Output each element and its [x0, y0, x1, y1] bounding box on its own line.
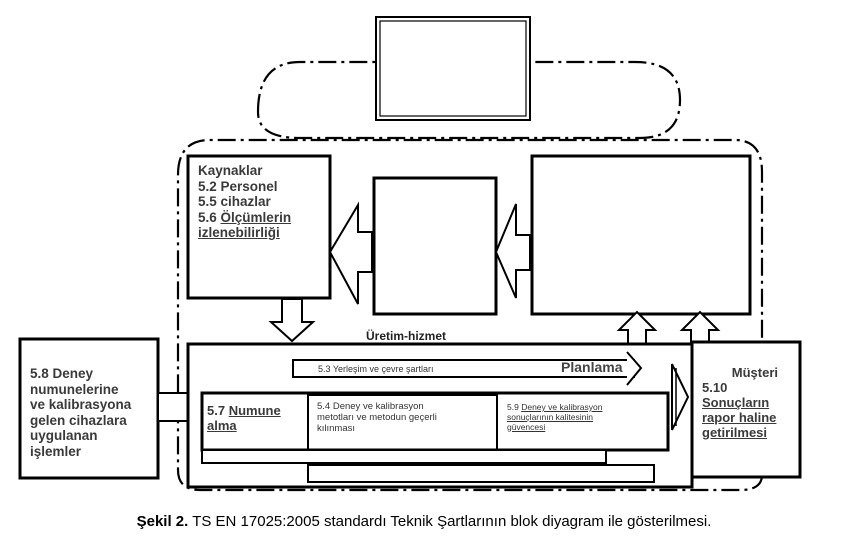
caption-text: TS EN 17025:2005 standardı Teknik Şartla…: [188, 513, 712, 530]
deney-58-box: [18, 337, 160, 480]
kaynaklar-item-olcum: 5.6 Ölçümlerin: [198, 209, 292, 225]
arrow-up-2: [679, 310, 721, 345]
right-box: [530, 154, 752, 316]
kaynaklar-item-izlenebilirlik: izlenebilirliği: [198, 225, 280, 241]
upper-dashdot-loop: [256, 60, 682, 140]
caption-label: Şekil 2.: [136, 513, 189, 530]
arrow-to-middle: [494, 203, 531, 299]
bar-lower-2: [307, 464, 655, 483]
musteri-text: Müşteri 5.10 Sonuçların rapor haline get…: [702, 365, 792, 441]
middle-box: [372, 176, 498, 316]
inner-row: [200, 391, 670, 452]
kaynaklar-text: Kaynaklar 5.2 Personel 5.5 cihazlar 5.6 …: [198, 163, 291, 241]
numune-text: 5.7 Numune alma: [207, 403, 281, 433]
kaynaklar-item-cihazlar: 5.5 cihazlar: [198, 194, 271, 210]
figure-caption: Şekil 2. TS EN 17025:2005 standardı Tekn…: [0, 513, 848, 530]
deney-58-text: 5.8 Deney numunelerine ve kalibrasyona g…: [30, 366, 132, 459]
musteri-box: [690, 340, 802, 479]
planlama-arrow: [626, 351, 643, 386]
guvence-text: 5.9 Deney ve kalibrasyon sonuçlarının ka…: [507, 402, 603, 432]
arrow-to-kaynaklar: [328, 201, 373, 305]
metot-text: 5.4 Deney ve kalibrasyon metotları ve me…: [317, 401, 437, 434]
musteri-title: Müşteri: [731, 365, 778, 380]
top-box: [375, 16, 531, 121]
kaynaklar-title: Kaynaklar: [198, 163, 263, 178]
kaynaklar-item-personel: 5.2 Personel: [198, 178, 278, 194]
kaynaklar-box: [186, 154, 332, 300]
bar-lower-1: [201, 449, 607, 464]
arrow-up-1: [616, 310, 658, 345]
uretim-hizmet-label: Üretim-hizmet: [366, 329, 447, 343]
arrow-down-kaynaklar: [268, 298, 316, 343]
yerlesim-label: 5.3 Yerleşim ve çevre şartları: [318, 364, 434, 374]
connector-58: [157, 392, 189, 422]
planlama-label: Planlama: [561, 359, 623, 375]
